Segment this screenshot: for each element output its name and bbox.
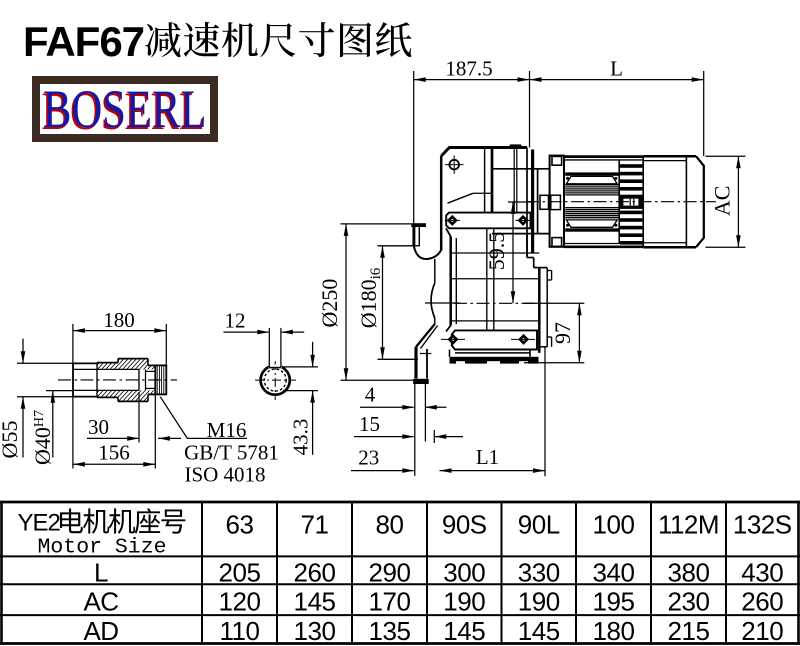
svg-text:AC: AC bbox=[710, 186, 735, 217]
svg-text:Ø180i6: Ø180i6 bbox=[356, 267, 384, 328]
svg-text:260: 260 bbox=[294, 558, 336, 588]
svg-text:205: 205 bbox=[219, 558, 261, 588]
svg-text:340: 340 bbox=[593, 558, 635, 588]
svg-text:43.3: 43.3 bbox=[289, 419, 313, 456]
svg-text:Ø55: Ø55 bbox=[0, 421, 22, 459]
svg-text:71: 71 bbox=[301, 510, 329, 540]
svg-text:AD: AD bbox=[83, 616, 118, 646]
svg-text:210: 210 bbox=[741, 616, 783, 646]
svg-text:30: 30 bbox=[88, 415, 109, 439]
svg-text:AC: AC bbox=[83, 587, 118, 617]
svg-text:260: 260 bbox=[741, 587, 783, 617]
svg-text:195: 195 bbox=[593, 587, 635, 617]
svg-text:145: 145 bbox=[443, 616, 485, 646]
svg-text:170: 170 bbox=[369, 587, 411, 617]
svg-text:Ø250: Ø250 bbox=[317, 279, 342, 328]
svg-text:120: 120 bbox=[219, 587, 261, 617]
svg-text:135: 135 bbox=[369, 616, 411, 646]
svg-text:190: 190 bbox=[518, 587, 560, 617]
svg-text:230: 230 bbox=[668, 587, 710, 617]
svg-text:GB/T 5781: GB/T 5781 bbox=[184, 441, 279, 465]
svg-text:90L: 90L bbox=[518, 510, 560, 540]
svg-text:63: 63 bbox=[226, 510, 254, 540]
svg-text:112M: 112M bbox=[658, 510, 719, 540]
svg-text:132S: 132S bbox=[733, 510, 792, 540]
svg-text:145: 145 bbox=[518, 616, 560, 646]
svg-text:156: 156 bbox=[98, 441, 130, 465]
svg-text:Ø40H7: Ø40H7 bbox=[30, 410, 55, 465]
svg-text:80: 80 bbox=[376, 510, 404, 540]
svg-text:M16: M16 bbox=[207, 418, 247, 442]
svg-text:L: L bbox=[94, 558, 108, 588]
svg-text:300: 300 bbox=[443, 558, 485, 588]
svg-text:97: 97 bbox=[550, 322, 575, 344]
svg-text:187.5: 187.5 bbox=[445, 57, 492, 81]
svg-text:145: 145 bbox=[294, 587, 336, 617]
svg-text:330: 330 bbox=[518, 558, 560, 588]
svg-text:430: 430 bbox=[741, 558, 783, 588]
svg-text:90S: 90S bbox=[442, 510, 487, 540]
svg-text:380: 380 bbox=[668, 558, 710, 588]
svg-text:23: 23 bbox=[358, 446, 379, 470]
svg-text:59.5: 59.5 bbox=[484, 232, 509, 271]
svg-text:L: L bbox=[610, 57, 623, 81]
svg-text:15: 15 bbox=[359, 412, 380, 436]
svg-text:12: 12 bbox=[225, 309, 246, 333]
svg-text:110: 110 bbox=[220, 616, 260, 646]
svg-text:L1: L1 bbox=[476, 445, 499, 469]
svg-text:290: 290 bbox=[369, 558, 411, 588]
svg-text:180: 180 bbox=[103, 308, 135, 332]
svg-text:YE2: YE2 bbox=[18, 510, 61, 537]
svg-text:190: 190 bbox=[443, 587, 485, 617]
svg-text:215: 215 bbox=[668, 616, 710, 646]
svg-text:ISO 4018: ISO 4018 bbox=[184, 463, 265, 487]
svg-text:4: 4 bbox=[365, 383, 376, 407]
svg-text:130: 130 bbox=[294, 616, 336, 646]
svg-text:Motor Size: Motor Size bbox=[37, 536, 166, 560]
svg-text:180: 180 bbox=[593, 616, 635, 646]
svg-text:100: 100 bbox=[593, 510, 635, 540]
